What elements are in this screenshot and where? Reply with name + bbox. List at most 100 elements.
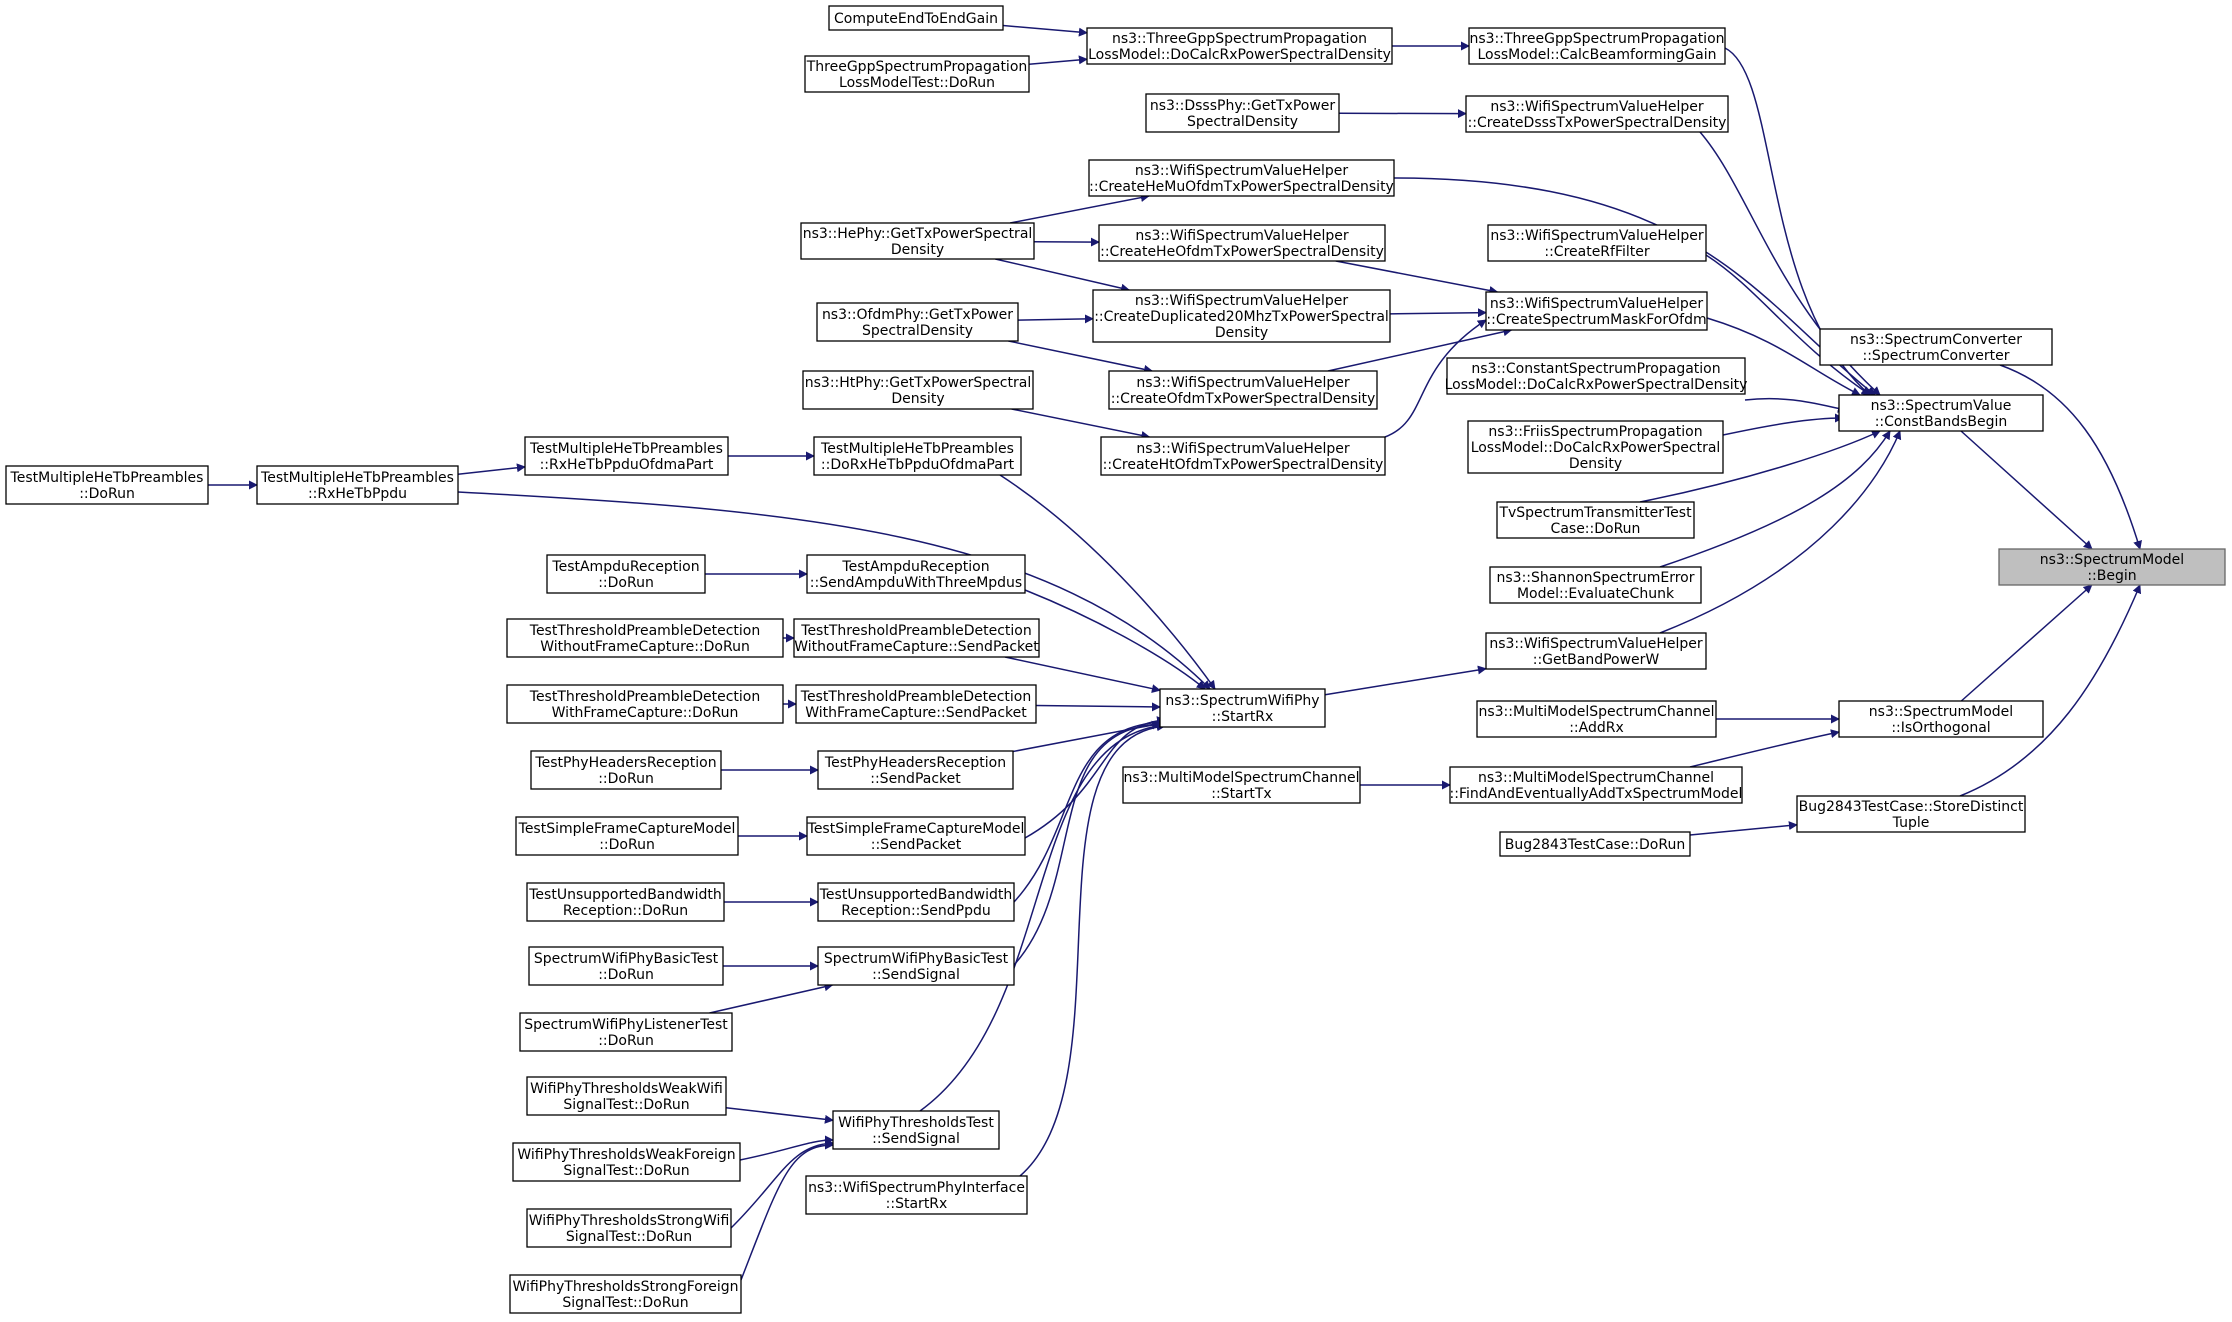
node-label-line: ::CreateHeOfdmTxPowerSpectralDensity [1100, 244, 1384, 260]
node-label-line: ::DoRun [598, 575, 654, 591]
node-label-line: LossModel::DoCalcRxPowerSpectralDensity [1088, 47, 1391, 63]
node-sendAmpdu[interactable]: TestAmpduReception::SendAmpduWithThreeMp… [807, 555, 1025, 593]
edge-friisDoCalc-to-constBandsBegin [1723, 418, 1843, 435]
node-thrWithoutSend[interactable]: TestThresholdPreambleDetectionWithoutFra… [794, 619, 1039, 657]
node-label-line: ns3::MultiModelSpectrumChannel [1478, 704, 1714, 720]
node-rxHeTbOfdma[interactable]: TestMultipleHeTbPreambles::RxHeTbPpduOfd… [525, 437, 728, 475]
node-createRfFilter[interactable]: ns3::WifiSpectrumValueHelper::CreateRfFi… [1488, 225, 1706, 261]
node-label-line: ns3::ConstantSpectrumPropagation [1471, 361, 1720, 377]
node-label-line: TestSimpleFrameCaptureModel [518, 821, 736, 837]
node-label-line: Tuple [1892, 815, 1930, 831]
node-label-line: TestThresholdPreambleDetection [529, 623, 760, 639]
node-createSpectrumMask[interactable]: ns3::WifiSpectrumValueHelper::CreateSpec… [1486, 292, 1707, 330]
node-label-line: ::FindAndEventuallyAddTxSpectrumModel [1450, 786, 1743, 802]
node-isOrthogonal[interactable]: ns3::SpectrumModel::IsOrthogonal [1839, 701, 2043, 737]
node-label-line: ns3::WifiSpectrumValueHelper [1490, 99, 1704, 115]
node-createDup20[interactable]: ns3::WifiSpectrumValueHelper::CreateDupl… [1093, 290, 1390, 342]
node-label-line: ns3::SpectrumModel [1869, 704, 2013, 720]
node-label-line: TvSpectrumTransmitterTest [1498, 505, 1692, 521]
node-label-line: SpectralDensity [862, 323, 973, 339]
node-calcBeamformingGain[interactable]: ns3::ThreeGppSpectrumPropagationLossMode… [1469, 28, 1725, 64]
node-label-line: TestAmpduReception [551, 559, 699, 575]
node-label-line: Density [1569, 456, 1622, 472]
node-label-line: SignalTest::DoRun [563, 1163, 689, 1179]
node-label-line: TestMultipleHeTbPreambles [529, 441, 723, 457]
node-phyHdrSend[interactable]: TestPhyHeadersReception::SendPacket [818, 751, 1013, 789]
node-label-line: ns3::OfdmPhy::GetTxPower [822, 307, 1013, 323]
node-thrWithDoRun[interactable]: TestThresholdPreambleDetectionWithFrameC… [507, 685, 783, 723]
node-unsupSend[interactable]: TestUnsupportedBandwidthReception::SendP… [818, 883, 1014, 921]
node-computeEndToEndGain[interactable]: ComputeEndToEndGain [829, 6, 1003, 30]
node-label-line: ns3::MultiModelSpectrumChannel [1478, 770, 1714, 786]
node-label-line: ns3::WifiSpectrumValueHelper [1490, 228, 1704, 244]
node-friisDoCalc[interactable]: ns3::FriisSpectrumPropagationLossModel::… [1468, 421, 1723, 473]
node-thrWithSend[interactable]: TestThresholdPreambleDetectionWithFrameC… [796, 685, 1036, 723]
node-weakWifi[interactable]: WifiPhyThresholdsWeakWifiSignalTest::DoR… [527, 1077, 726, 1115]
edge-hePhyGetTx-to-createDup20 [995, 259, 1129, 290]
node-label-line: ::CreateSpectrumMaskForOfdm [1486, 312, 1706, 328]
node-simpleFcSend[interactable]: TestSimpleFrameCaptureModel::SendPacket [807, 817, 1025, 855]
node-label-line: ::DoRun [598, 771, 654, 787]
node-bugDoRun[interactable]: Bug2843TestCase::DoRun [1500, 832, 1690, 856]
node-label-line: ::StartRx [886, 1196, 948, 1212]
node-label-line: ns3::SpectrumWifiPhy [1165, 693, 1319, 709]
node-listenerDoRun[interactable]: SpectrumWifiPhyListenerTest::DoRun [520, 1013, 732, 1051]
node-getBandPowerW[interactable]: ns3::WifiSpectrumValueHelper::GetBandPow… [1486, 633, 1706, 669]
edge-weakForeign-to-thrTestSend [740, 1140, 833, 1160]
node-label-line: LossModelTest::DoRun [839, 75, 995, 91]
node-createHeMuOfdmTx[interactable]: ns3::WifiSpectrumValueHelper::CreateHeMu… [1089, 160, 1394, 196]
edge-computeEndToEndGain-to-doCalcRxPsd3gpp [1003, 26, 1087, 33]
node-label-line: ::RxHeTbPpdu [308, 486, 407, 502]
node-label-line: ns3::ThreeGppSpectrumPropagation [1469, 31, 1724, 47]
edge-rxHeTbPpdu-to-rxHeTbOfdma [458, 467, 525, 474]
node-simpleFcDoRun[interactable]: TestSimpleFrameCaptureModel::DoRun [516, 817, 738, 855]
node-multiHeTbDoRun[interactable]: TestMultipleHeTbPreambles::DoRun [6, 466, 208, 504]
node-shannonEval[interactable]: ns3::ShannonSpectrumErrorModel::Evaluate… [1490, 567, 1701, 603]
node-weakForeign[interactable]: WifiPhyThresholdsWeakForeignSignalTest::… [513, 1143, 740, 1181]
node-label-line: Bug2843TestCase::DoRun [1505, 837, 1685, 853]
node-thrTestSend[interactable]: WifiPhyThresholdsTest::SendSignal [833, 1111, 999, 1149]
node-startRx[interactable]: ns3::SpectrumWifiPhy::StartRx [1160, 689, 1325, 727]
node-label-line: WifiPhyThresholdsWeakForeign [517, 1147, 735, 1163]
node-spectrumConverter[interactable]: ns3::SpectrumConverter::SpectrumConverte… [1820, 329, 2052, 365]
node-label-line: TestThresholdPreambleDetection [800, 623, 1031, 639]
node-constBandsBegin[interactable]: ns3::SpectrumValue::ConstBandsBegin [1839, 395, 2043, 431]
node-createOfdmTx[interactable]: ns3::WifiSpectrumValueHelper::CreateOfdm… [1109, 371, 1377, 409]
node-createHeOfdmTx[interactable]: ns3::WifiSpectrumValueHelper::CreateHeOf… [1099, 225, 1385, 261]
node-label-line: ::DoRxHeTbPpduOfdmaPart [821, 457, 1015, 473]
node-startTx[interactable]: ns3::MultiModelSpectrumChannel::StartTx [1123, 767, 1360, 803]
node-createHtOfdmTx[interactable]: ns3::WifiSpectrumValueHelper::CreateHtOf… [1101, 437, 1385, 475]
node-createDsssTx[interactable]: ns3::WifiSpectrumValueHelper::CreateDsss… [1466, 96, 1728, 132]
edge-constDoCalc-to-constBandsBegin [1745, 399, 1846, 410]
node-basicDoRun[interactable]: SpectrumWifiPhyBasicTest::DoRun [529, 947, 723, 985]
node-phyIfStartRx[interactable]: ns3::WifiSpectrumPhyInterface::StartRx [806, 1176, 1027, 1214]
node-constDoCalc[interactable]: ns3::ConstantSpectrumPropagationLossMode… [1445, 358, 1748, 394]
node-phyHdrDoRun[interactable]: TestPhyHeadersReception::DoRun [531, 751, 721, 789]
node-label-line: SignalTest::DoRun [566, 1229, 692, 1245]
node-label-line: ::CreateRfFilter [1544, 244, 1650, 260]
edge-ofdmGetTx-to-createDup20 [1018, 319, 1093, 320]
node-findAndAdd[interactable]: ns3::MultiModelSpectrumChannel::FindAndE… [1450, 767, 1743, 803]
node-thrWithoutDoRun[interactable]: TestThresholdPreambleDetectionWithoutFra… [507, 619, 783, 657]
node-label-line: ::GetBandPowerW [1533, 652, 1660, 668]
node-rxHeTbPpdu[interactable]: TestMultipleHeTbPreambles::RxHeTbPpdu [257, 466, 458, 504]
node-ampduDoRun[interactable]: TestAmpduReception::DoRun [547, 555, 705, 593]
node-strongWifi[interactable]: WifiPhyThresholdsStrongWifiSignalTest::D… [527, 1209, 731, 1247]
node-doCalcRxPsd3gpp[interactable]: ns3::ThreeGppSpectrumPropagationLossMode… [1087, 28, 1392, 64]
node-doRxHeTb[interactable]: TestMultipleHeTbPreambles::DoRxHeTbPpduO… [814, 437, 1021, 475]
node-threeGppTestDoRun[interactable]: ThreeGppSpectrumPropagationLossModelTest… [805, 56, 1029, 92]
node-label-line: ns3::HtPhy::GetTxPowerSpectral [805, 375, 1031, 391]
node-strongForeign[interactable]: WifiPhyThresholdsStrongForeignSignalTest… [510, 1275, 741, 1313]
node-addRx[interactable]: ns3::MultiModelSpectrumChannel::AddRx [1477, 701, 1716, 737]
node-basicSend[interactable]: SpectrumWifiPhyBasicTest::SendSignal [818, 947, 1014, 985]
node-label-line: ComputeEndToEndGain [834, 11, 998, 27]
node-begin[interactable]: ns3::SpectrumModel::Begin [1999, 549, 2225, 585]
